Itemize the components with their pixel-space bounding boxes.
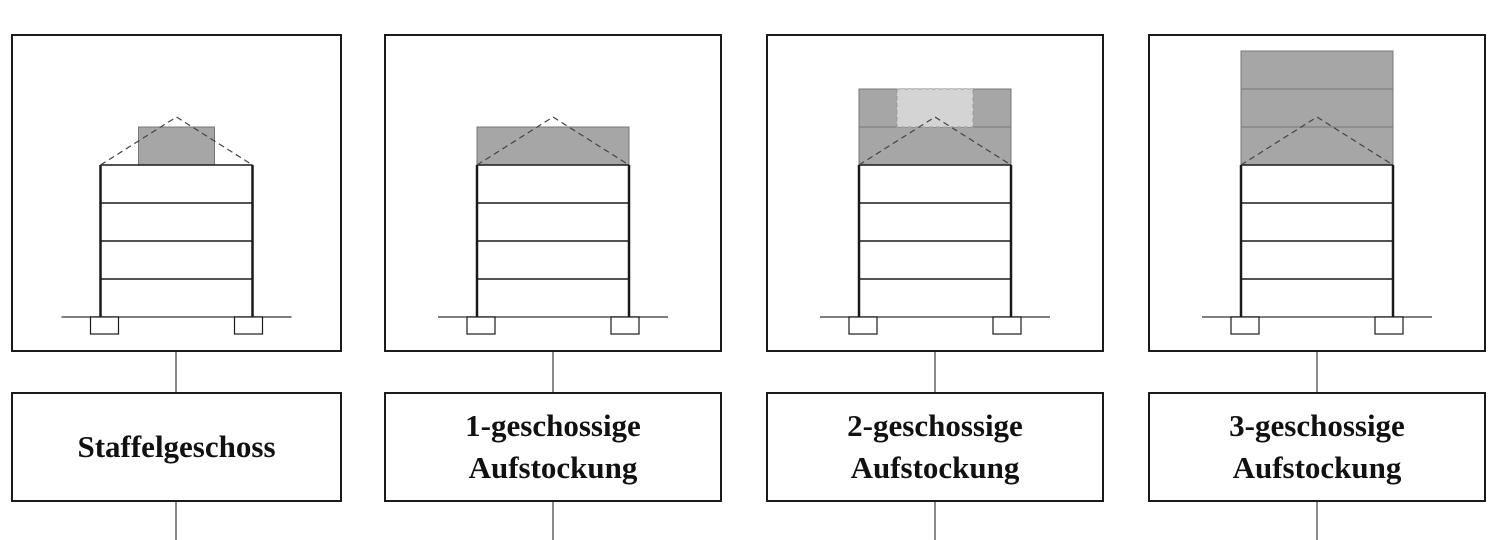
- label-line: 2-geschossige: [847, 408, 1023, 443]
- label-box-2-geschossig: 2-geschossige Aufstockung: [766, 392, 1104, 502]
- label-line: Aufstockung: [850, 450, 1020, 485]
- added-storey: [1240, 50, 1394, 90]
- connector-line: [934, 502, 936, 540]
- label-text: Staffelgeschoss: [77, 426, 275, 468]
- added-storey: [1240, 126, 1394, 166]
- building-illustration: [820, 88, 1050, 335]
- recessed-volume: [896, 88, 974, 128]
- label-line: Aufstockung: [468, 450, 638, 485]
- connector-line: [934, 352, 936, 392]
- label-text: 1-geschossige Aufstockung: [465, 405, 641, 489]
- building-illustration: [1202, 50, 1432, 335]
- diagram-panel-1-geschossig: [384, 34, 722, 352]
- label-box-1-geschossig: 1-geschossige Aufstockung: [384, 392, 722, 502]
- label-line: 3-geschossige: [1229, 408, 1405, 443]
- connector-line: [552, 502, 554, 540]
- connector-line: [175, 502, 177, 540]
- foundation: [1230, 316, 1260, 335]
- label-text: 3-geschossige Aufstockung: [1229, 405, 1405, 489]
- connector-line: [552, 352, 554, 392]
- label-line: Aufstockung: [1232, 450, 1402, 485]
- foundation: [848, 316, 878, 335]
- foundation: [992, 316, 1022, 335]
- setback-storey: [138, 126, 215, 166]
- connector-line: [1316, 352, 1318, 392]
- label-line: 1-geschossige: [465, 408, 641, 443]
- foundation: [610, 316, 640, 335]
- label-text: 2-geschossige Aufstockung: [847, 405, 1023, 489]
- building-illustration: [61, 116, 292, 335]
- diagram-panel-staffelgeschoss: [11, 34, 342, 352]
- diagram-panel-2-geschossig: [766, 34, 1104, 352]
- added-storey: [858, 126, 1012, 166]
- added-storey: [476, 126, 630, 166]
- foundation: [89, 316, 120, 335]
- added-storey: [1240, 88, 1394, 128]
- foundation: [233, 316, 264, 335]
- label-line: Staffelgeschoss: [77, 429, 276, 464]
- building-illustration: [438, 116, 668, 335]
- connector-line: [1316, 502, 1318, 540]
- foundation: [466, 316, 496, 335]
- diagram-panel-3-geschossig: [1148, 34, 1486, 352]
- connector-line: [175, 352, 177, 392]
- label-box-staffelgeschoss: Staffelgeschoss: [11, 392, 342, 502]
- foundation: [1374, 316, 1404, 335]
- label-box-3-geschossig: 3-geschossige Aufstockung: [1148, 392, 1486, 502]
